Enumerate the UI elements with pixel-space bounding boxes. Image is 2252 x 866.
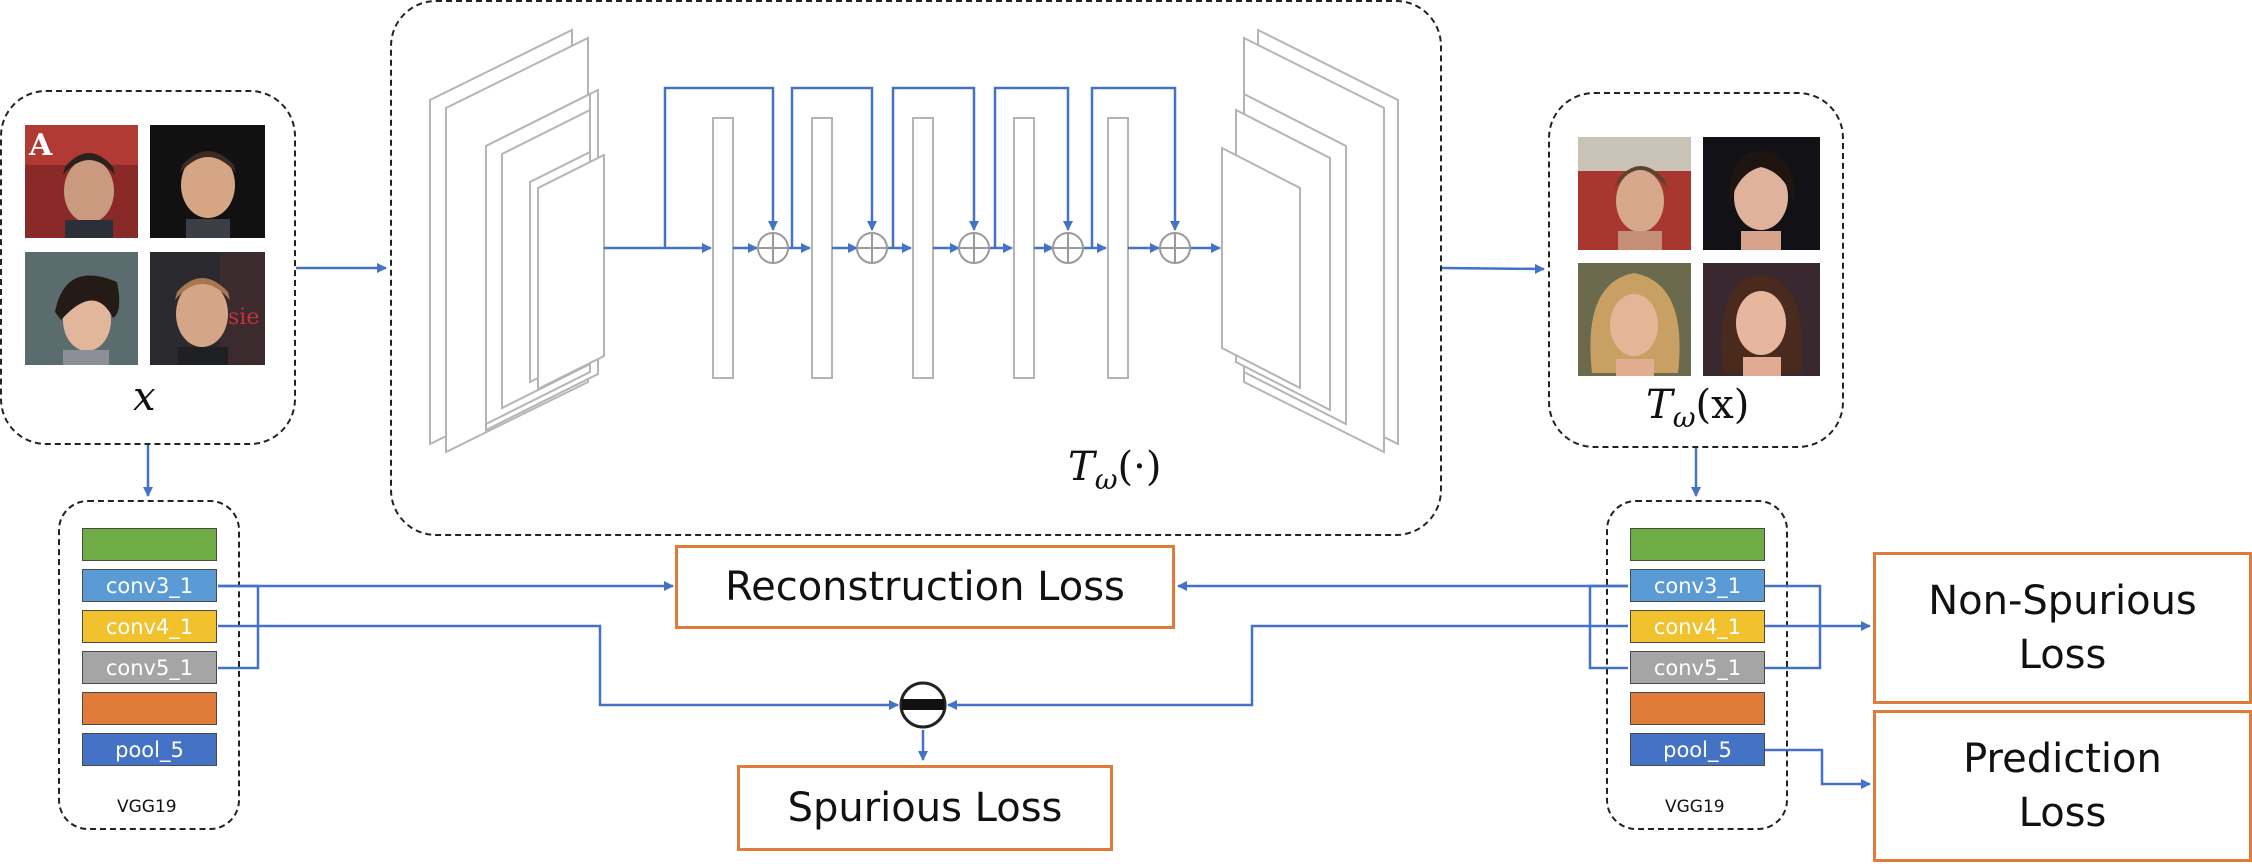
face-photo-output-2 bbox=[1703, 137, 1820, 250]
vgg-right-layer-1 bbox=[1630, 528, 1765, 561]
circled-plus-icon bbox=[757, 232, 1191, 264]
spurious-loss-label: Spurious Loss bbox=[787, 785, 1063, 831]
vgg-left-layer-1 bbox=[82, 528, 217, 561]
vgg-left-conv3-1: conv3_1 bbox=[82, 569, 217, 602]
vgg-left-conv5-1: conv5_1 bbox=[82, 651, 217, 684]
input-label: x bbox=[133, 374, 156, 420]
non-spurious-loss-label-line2: Loss bbox=[2018, 632, 2107, 678]
face-photo-input-3 bbox=[25, 252, 138, 365]
vgg-right-group bbox=[1606, 500, 1788, 830]
vgg-right-conv5-1: conv5_1 bbox=[1630, 651, 1765, 684]
face-photo-input-1: A bbox=[25, 125, 138, 238]
vgg-left-group bbox=[58, 500, 240, 830]
decoder-layers bbox=[1221, 28, 1399, 454]
svg-text:sie: sie bbox=[228, 305, 259, 330]
vgg-right-layer-5 bbox=[1630, 692, 1765, 725]
circled-minus-icon bbox=[899, 681, 947, 729]
non-spurious-loss-label-line1: Non-Spurious bbox=[1928, 578, 2197, 624]
vgg-right-pool5: pool_5 bbox=[1630, 733, 1765, 766]
vgg-right-conv3-1: conv3_1 bbox=[1630, 569, 1765, 602]
reconstruction-loss-label: Reconstruction Loss bbox=[725, 564, 1125, 610]
generator-group bbox=[390, 0, 1442, 536]
output-images-group bbox=[1548, 92, 1844, 448]
output-label: Tω(x) bbox=[1646, 382, 1750, 434]
vgg-left-conv4-1: conv4_1 bbox=[82, 610, 217, 643]
vgg-right-conv4-1: conv4_1 bbox=[1630, 610, 1765, 643]
face-photo-output-3 bbox=[1578, 263, 1691, 376]
reconstruction-loss-box: Reconstruction Loss bbox=[675, 545, 1175, 629]
svg-text:A: A bbox=[28, 128, 53, 163]
generator-label: Tω(·) bbox=[1068, 444, 1162, 496]
vgg-left-caption: VGG19 bbox=[117, 797, 177, 817]
prediction-loss-label-line1: Prediction bbox=[1963, 736, 2162, 782]
encoder-layers bbox=[429, 28, 605, 454]
vgg-right-caption: VGG19 bbox=[1665, 797, 1725, 817]
prediction-loss-label-line2: Loss bbox=[2018, 790, 2107, 836]
input-images-group bbox=[0, 90, 296, 445]
vgg-left-pool5: pool_5 bbox=[82, 733, 217, 766]
vgg-left-layer-5 bbox=[82, 692, 217, 725]
spurious-loss-box: Spurious Loss bbox=[737, 765, 1113, 851]
face-photo-input-2 bbox=[150, 125, 265, 238]
face-photo-output-1 bbox=[1578, 137, 1691, 250]
face-photo-output-4 bbox=[1703, 263, 1820, 376]
face-photo-input-4: sie bbox=[150, 252, 265, 365]
prediction-loss-box: Prediction Loss bbox=[1873, 710, 2252, 862]
non-spurious-loss-box: Non-Spurious Loss bbox=[1873, 552, 2252, 704]
